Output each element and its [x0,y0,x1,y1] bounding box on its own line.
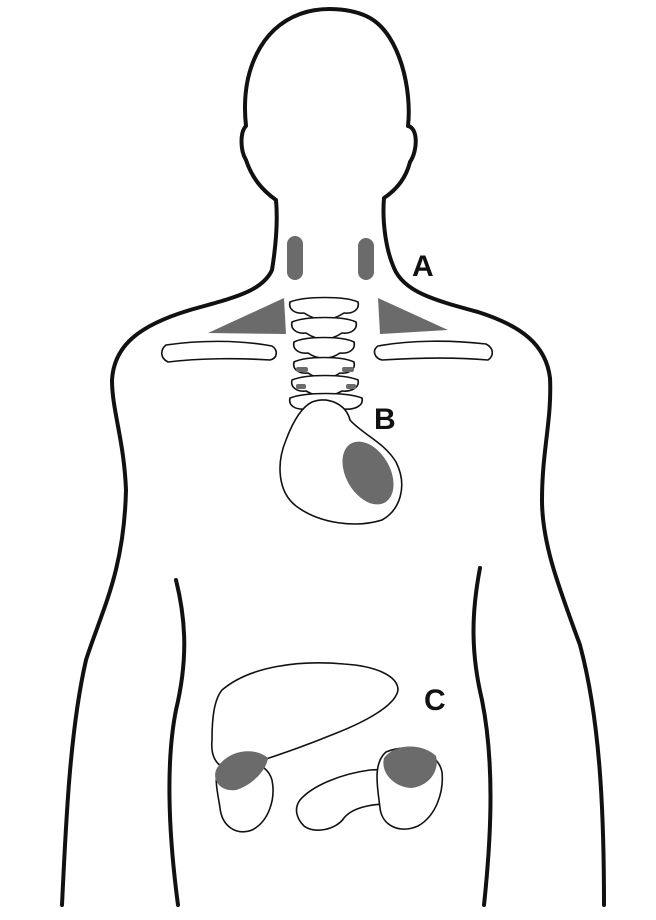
shoulder-muscle-right [378,298,448,334]
label-a: A [412,252,434,282]
vertebra-2 [292,318,357,340]
vertebra-1 [290,298,359,320]
clavicle-left [162,341,277,362]
vertebra-3 [294,338,355,359]
label-c: C [424,686,446,716]
neck-muscle-right [358,238,374,280]
vertebra-mark-left [296,367,308,372]
clavicle-right [375,341,493,360]
vertebra-mark-right-2 [346,384,356,389]
vertebra-mark-left-2 [296,384,306,389]
vertebra-mark-right [342,367,354,372]
label-b: B [374,405,396,435]
neck-muscle-left [287,236,303,280]
right-arm-inner-line [474,568,491,905]
left-arm-inner-line [169,580,184,905]
